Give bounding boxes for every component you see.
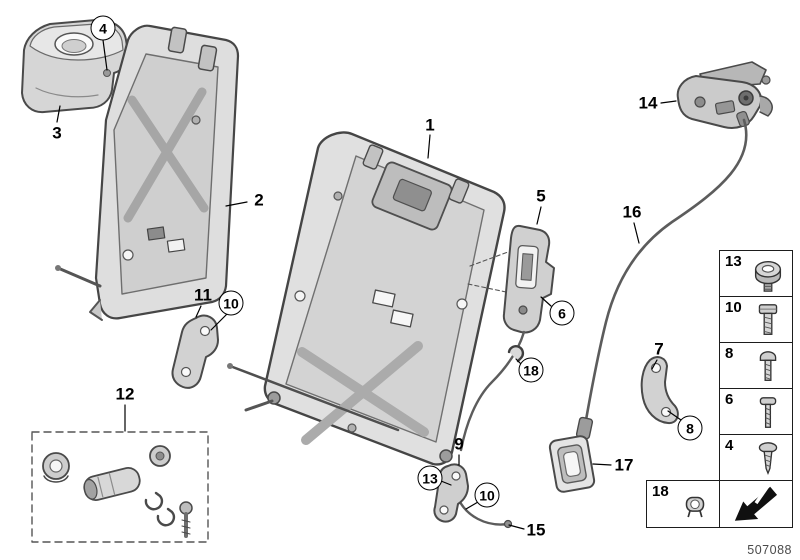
pivot-rod — [227, 363, 400, 432]
long-screw-icon — [759, 397, 777, 428]
callout-4[interactable]: 4 — [90, 15, 116, 41]
part-17-guide — [548, 435, 596, 493]
part-5-lock — [502, 224, 555, 334]
callout-1[interactable]: 1 — [425, 115, 435, 135]
round-head-bolt-icon — [754, 260, 782, 292]
legend-item-8[interactable]: 8 — [719, 342, 793, 390]
part-12-kit — [31, 431, 209, 543]
leader-lines — [56, 39, 682, 530]
part-7-bracket — [640, 356, 679, 425]
legend-item-13[interactable]: 13 — [719, 250, 793, 298]
legend-label-8: 8 — [725, 345, 734, 362]
callout-18[interactable]: 18 — [518, 357, 544, 383]
legend-item-10[interactable]: 10 — [719, 296, 793, 344]
callout-14[interactable]: 14 — [638, 93, 658, 113]
legend-item-arrow[interactable] — [719, 480, 793, 528]
machine-screw-icon — [759, 351, 777, 381]
part-3-cover — [21, 18, 130, 114]
self-tapping-screw-icon — [758, 442, 778, 476]
part-2-frame — [55, 24, 240, 321]
cable-clip-18 — [507, 345, 525, 363]
legend-item-18[interactable]: 18 — [646, 480, 720, 528]
callout-16[interactable]: 16 — [622, 202, 642, 222]
legend-label-10: 10 — [725, 299, 742, 316]
direction-arrow-icon — [734, 482, 778, 521]
callout-9[interactable]: 9 — [454, 434, 464, 454]
part-1-frame — [244, 131, 509, 466]
callout-7[interactable]: 7 — [654, 339, 664, 359]
callout-10-a[interactable]: 10 — [218, 290, 244, 316]
callout-13[interactable]: 13 — [417, 465, 443, 491]
callout-10-b[interactable]: 10 — [474, 482, 500, 508]
fillister-screw-icon — [758, 304, 778, 335]
legend-item-4[interactable]: 4 — [719, 434, 793, 482]
callout-11[interactable]: 11 — [194, 285, 212, 305]
bowden-cable-lower — [459, 330, 526, 452]
figure-number: 507088 — [747, 543, 792, 557]
legend-item-6[interactable]: 6 — [719, 388, 793, 436]
callout-15[interactable]: 15 — [526, 520, 546, 540]
callout-8[interactable]: 8 — [677, 415, 703, 441]
part-11-bracket — [171, 314, 219, 389]
callout-17[interactable]: 17 — [614, 455, 634, 475]
legend-label-18: 18 — [652, 483, 669, 500]
bowden-cable-16 — [575, 110, 750, 440]
part-14-latch — [676, 61, 773, 129]
callout-12[interactable]: 12 — [115, 384, 135, 404]
callout-3[interactable]: 3 — [52, 123, 62, 143]
callout-5[interactable]: 5 — [536, 186, 546, 206]
callout-2[interactable]: 2 — [254, 190, 264, 210]
legend-label-13: 13 — [725, 253, 742, 270]
cable-clip-icon — [685, 496, 705, 518]
legend-label-6: 6 — [725, 391, 734, 408]
callout-6[interactable]: 6 — [549, 300, 575, 326]
legend-label-4: 4 — [725, 437, 734, 454]
